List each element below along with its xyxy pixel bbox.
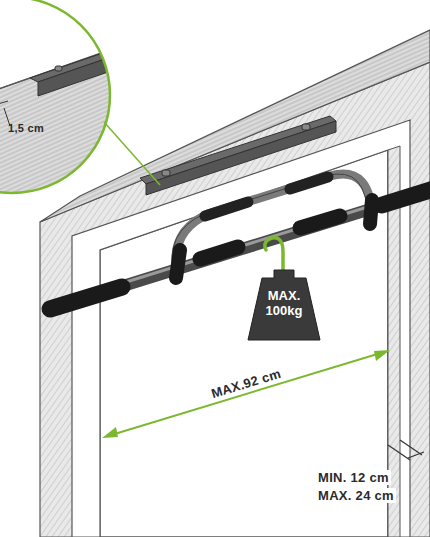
foam-grip (205, 202, 248, 216)
bar-arms (176, 174, 372, 276)
weight-node: MAX. 100kg (246, 268, 322, 342)
side-grip (370, 200, 372, 224)
door-frame (72, 120, 410, 537)
main-tube-shine (110, 200, 390, 287)
depth-dimension-label: MAX. 24 cm (316, 488, 396, 503)
main-tube (110, 203, 390, 290)
width-dimension-label: MAX.92 cm (207, 365, 284, 402)
weight-label: MAX. 100kg (254, 288, 314, 318)
weight-body (248, 270, 320, 340)
foam-grip (290, 177, 328, 189)
detail-inset (0, 0, 120, 200)
depth-dimension (388, 440, 424, 460)
width-dimension (102, 350, 390, 438)
screw (302, 124, 310, 130)
inset-border (0, 0, 110, 193)
depth-dimension-label: MIN. 12 cm (316, 470, 391, 485)
center-grip (300, 216, 340, 228)
thickness-dimension: 1,5 cm (6, 122, 46, 134)
center-grip (200, 247, 238, 259)
screw (162, 170, 170, 176)
top-bracket-front (146, 121, 336, 195)
side-grip (176, 250, 180, 278)
inset-pointer (104, 122, 160, 185)
top-bracket (140, 116, 336, 184)
left-grip (50, 287, 122, 309)
hook (265, 238, 283, 270)
right-grip (382, 187, 430, 205)
